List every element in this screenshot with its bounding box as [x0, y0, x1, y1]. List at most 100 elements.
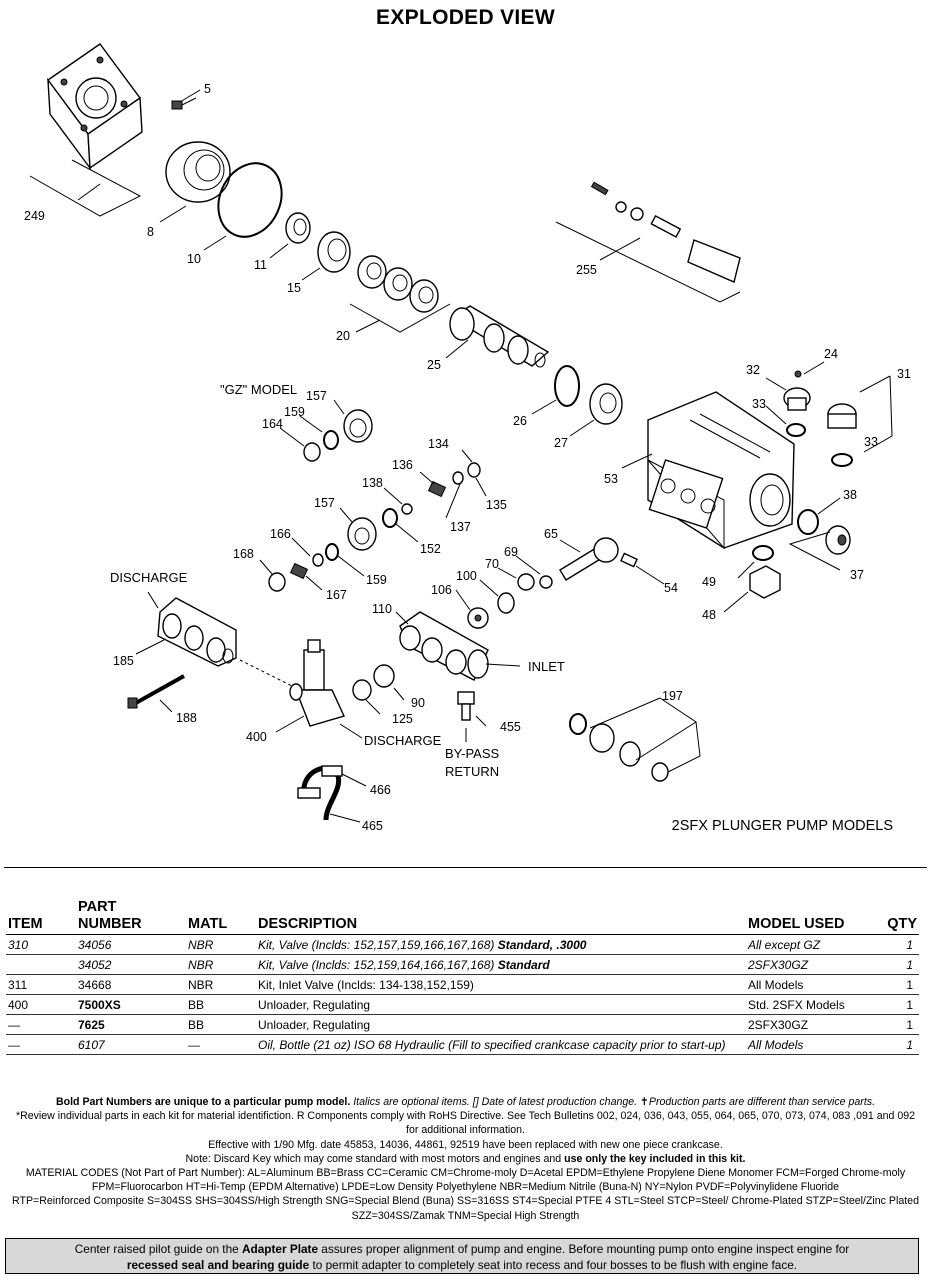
- note-line-2: *Review individual parts in each kit for…: [15, 1110, 916, 1123]
- cell-item: 310: [6, 934, 76, 955]
- callout-106: 106: [431, 583, 452, 597]
- seal-11: [285, 212, 311, 244]
- cell-model: All Models: [746, 974, 876, 995]
- note-line-4: Effective with 1/90 Mfg. date 45853, 140…: [208, 1138, 723, 1151]
- cell-qty: 1: [876, 994, 919, 1015]
- crankshaft: [449, 305, 550, 368]
- connecting-rods: [357, 255, 439, 313]
- desc-text: Kit, Valve (Inclds: 152,157,159,166,167,…: [258, 937, 498, 952]
- table-row: 311 34668 NBR Kit, Inlet Valve (Inclds: …: [6, 974, 919, 995]
- callout-100: 100: [456, 569, 477, 583]
- cell-part: 6107: [76, 1034, 186, 1055]
- callout-11: 11: [254, 258, 267, 272]
- header-matl: MATL: [186, 899, 256, 935]
- callout-455: 455: [500, 720, 521, 734]
- callout-465: 465: [362, 819, 383, 833]
- header-item: ITEM: [6, 899, 76, 935]
- desc-bold: Standard, .3000: [497, 937, 587, 952]
- table-row: — 6107 — Oil, Bottle (21 oz) ISO 68 Hydr…: [6, 1034, 919, 1055]
- header-qty: QTY: [876, 899, 919, 935]
- bearing-housing: [165, 141, 231, 203]
- callout-69: 69: [504, 545, 518, 559]
- callout-152: 152: [420, 542, 441, 556]
- table-row: 310 34056 NBR Kit, Valve (Inclds: 152,15…: [6, 934, 919, 955]
- cell-description: Kit, Valve (Inclds: 152,159,164,166,167,…: [256, 954, 746, 975]
- cell-qty: 1: [876, 1014, 919, 1035]
- note-line-7: FPM=Fluorocarbon HT=Hi-Temp (EPDM Altern…: [91, 1181, 840, 1194]
- desc-text: Kit, Valve (Inclds: 152,159,164,166,167,…: [258, 957, 498, 972]
- desc-bold: Standard: [497, 957, 550, 972]
- bearing-15: [317, 231, 351, 273]
- callout-10: 10: [187, 252, 201, 266]
- cell-description: Oil, Bottle (21 oz) ISO 68 Hydraulic (Fi…: [256, 1034, 746, 1055]
- label-bypass-2: RETURN: [445, 764, 499, 779]
- inlet-valve-parts: [268, 462, 481, 592]
- callout-138: 138: [362, 476, 383, 490]
- header-part-line1: PART: [78, 899, 117, 915]
- cell-matl: NBR: [186, 934, 256, 955]
- callout-255: 255: [576, 263, 597, 277]
- leader-lines: [29, 89, 893, 823]
- o-ring-10: [217, 162, 283, 238]
- callout-166: 166: [270, 527, 291, 541]
- callout-48: 48: [702, 608, 716, 622]
- cell-matl: BB: [186, 1014, 256, 1035]
- callout-159a: 159: [284, 405, 305, 419]
- callout-49: 49: [702, 575, 716, 589]
- callout-31: 31: [897, 367, 911, 381]
- note-line-6: MATERIAL CODES (Not Part of Part Number)…: [25, 1167, 906, 1180]
- callout-168: 168: [233, 547, 254, 561]
- cell-item: —: [6, 1034, 76, 1055]
- retainer-100: [497, 592, 515, 614]
- callout-32: 32: [746, 363, 760, 377]
- cell-description: Unloader, Regulating: [256, 994, 746, 1015]
- cell-qty: 1: [876, 974, 919, 995]
- label-discharge-bottom: DISCHARGE: [364, 733, 442, 748]
- cell-item: [6, 954, 76, 975]
- part-bold: 7625: [78, 1017, 105, 1032]
- cell-model: All except GZ: [746, 934, 876, 955]
- plunger-rod: [559, 537, 638, 581]
- bolt-5: [171, 97, 197, 110]
- callout-5: 5: [204, 82, 211, 96]
- callout-53: 53: [604, 472, 618, 486]
- callout-15: 15: [287, 281, 301, 295]
- note-line-1: Bold Part Numbers are unique to a partic…: [10, 1095, 921, 1109]
- cell-part: 7500XS: [76, 994, 186, 1015]
- table-row: — 7625 BB Unloader, Regulating 2SFX30GZ …: [6, 1014, 919, 1035]
- divider: [4, 867, 927, 868]
- drain-plug: [825, 525, 851, 555]
- callout-54: 54: [664, 581, 678, 595]
- inlet-adapter: [569, 713, 669, 782]
- note-line-8: RTP=Reinforced Composite S=304SS SHS=304…: [12, 1195, 919, 1208]
- cell-matl: —: [186, 1034, 256, 1055]
- note-text: Note: Discard Key which may come standar…: [185, 1152, 565, 1165]
- footer-text: to permit adapter to completely seat int…: [309, 1258, 798, 1272]
- callout-134: 134: [428, 437, 449, 451]
- bypass-hose: [297, 765, 343, 821]
- label-inlet: INLET: [528, 659, 565, 674]
- cell-item: 400: [6, 994, 76, 1015]
- callout-38: 38: [843, 488, 857, 502]
- callout-90: 90: [411, 696, 425, 710]
- note-italic: Italics are optional items. [] Date of l…: [350, 1096, 876, 1108]
- cell-part: 7625: [76, 1014, 186, 1035]
- callout-249: 249: [24, 209, 45, 223]
- key-hardware: [590, 181, 741, 283]
- callout-185: 185: [113, 654, 134, 668]
- table-row: 400 7500XS BB Unloader, Regulating Std. …: [6, 994, 919, 1015]
- cell-item: 311: [6, 974, 76, 995]
- cell-qty: 1: [876, 934, 919, 955]
- callout-136: 136: [392, 458, 413, 472]
- callout-466: 466: [370, 783, 391, 797]
- crankcase: [647, 391, 795, 550]
- cell-description: Kit, Inlet Valve (Inclds: 134-138,152,15…: [256, 974, 746, 995]
- cell-qty: 1: [876, 1034, 919, 1055]
- cell-part: 34056: [76, 934, 186, 955]
- unloader: [289, 639, 345, 727]
- header-model-used: MODEL USED: [746, 899, 876, 935]
- inlet-manifold: [399, 611, 489, 681]
- bearing-27: [589, 383, 623, 425]
